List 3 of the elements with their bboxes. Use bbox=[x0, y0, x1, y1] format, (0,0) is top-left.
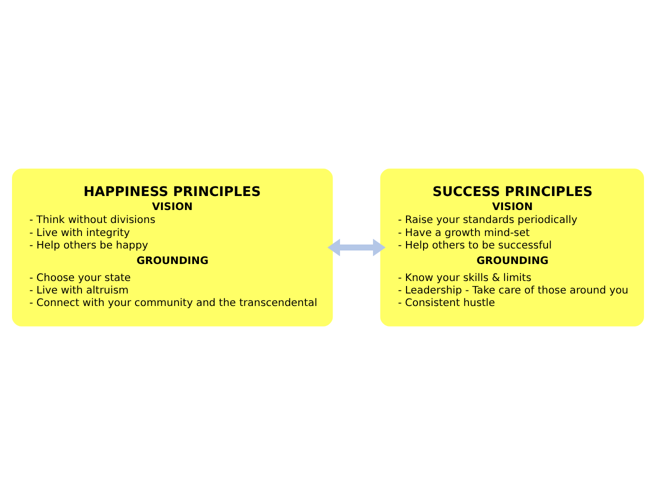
node-box: SUCCESS PRINCIPLES VISION - Raise your standards periodically - Have a growth mind-set - Help others to be successful GROUNDING - Know your skills & limits - Leadership - Take care of those around you - Consistent hustle bbox=[380, 168, 644, 326]
arrow bbox=[327, 238, 386, 256]
node-box: HAPPINESS PRINCIPLES VISION - Think without divisions - Live with integrity - Help others be happy GROUNDING - Choose your state - Live with altruism - Connect with your community and the transcendental bbox=[12, 168, 333, 326]
